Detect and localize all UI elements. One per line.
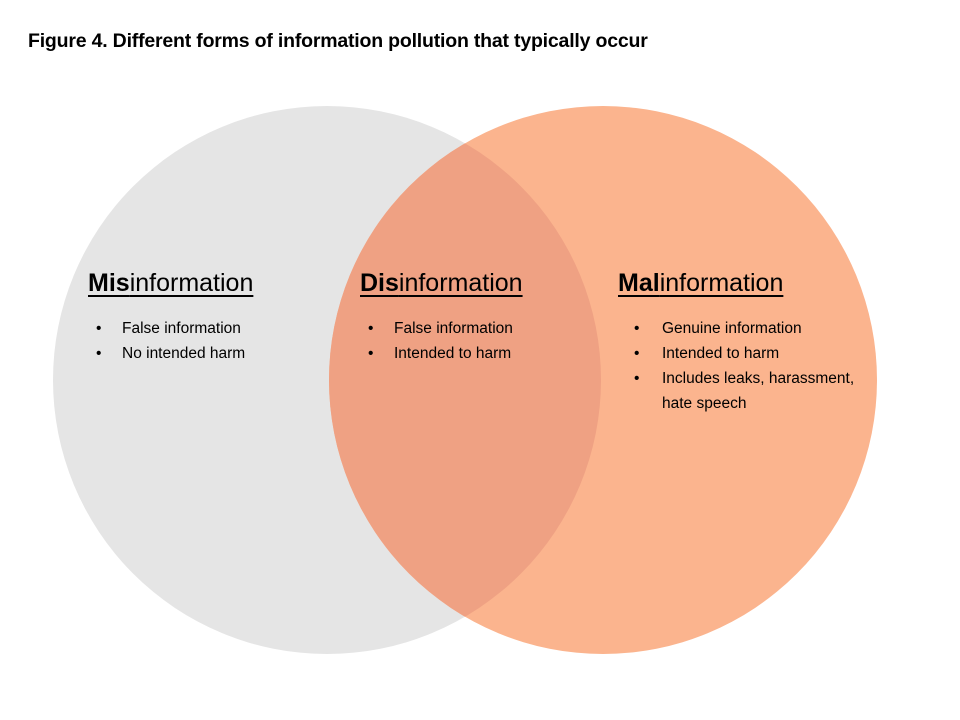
heading-prefix: Mis [88,269,130,297]
venn-section-disinformation: Disinformation • False information • Int… [360,269,588,366]
list-item: • Genuine information [630,316,868,341]
list-item: • False information [92,316,328,341]
list-item-label: No intended harm [122,344,246,362]
venn-section-misinformation: Misinformation • False information • No … [88,269,328,366]
figure-title: Figure 4. Different forms of information… [28,30,648,52]
bullet-list-disinformation: • False information • Intended to harm [364,316,588,366]
heading-suffix: information [659,269,784,297]
heading-prefix: Dis [360,269,399,297]
heading-misinformation: Misinformation [88,269,328,298]
list-item-label: Genuine information [662,319,802,337]
list-item: • False information [364,316,588,341]
list-item: • Includes leaks, harassment, hate speec… [630,366,868,416]
heading-prefix: Mal [618,269,660,297]
bullet-icon: • [634,319,640,337]
list-item-label: False information [394,319,513,337]
venn-overlap-disinformation [329,106,601,654]
heading-disinformation: Disinformation [360,269,588,298]
bullet-icon: • [634,369,640,387]
list-item: • Intended to harm [364,341,588,366]
list-item-label: Intended to harm [394,344,512,362]
list-item: • No intended harm [92,341,328,366]
bullet-list-misinformation: • False information • No intended harm [92,316,328,366]
bullet-icon: • [368,319,374,337]
bullet-list-malinformation: • Genuine information • Intended to harm… [630,316,868,416]
heading-malinformation: Malinformation [618,269,868,298]
bullet-icon: • [634,344,640,362]
bullet-icon: • [368,344,374,362]
bullet-icon: • [96,319,102,337]
heading-suffix: information [129,269,254,297]
venn-section-malinformation: Malinformation • Genuine information • I… [618,269,868,416]
list-item-label: Intended to harm [662,344,780,362]
list-item-label: False information [122,319,241,337]
list-item-label: Includes leaks, harassment, hate speech [662,369,855,412]
bullet-icon: • [96,344,102,362]
list-item: • Intended to harm [630,341,868,366]
heading-suffix: information [398,269,523,297]
